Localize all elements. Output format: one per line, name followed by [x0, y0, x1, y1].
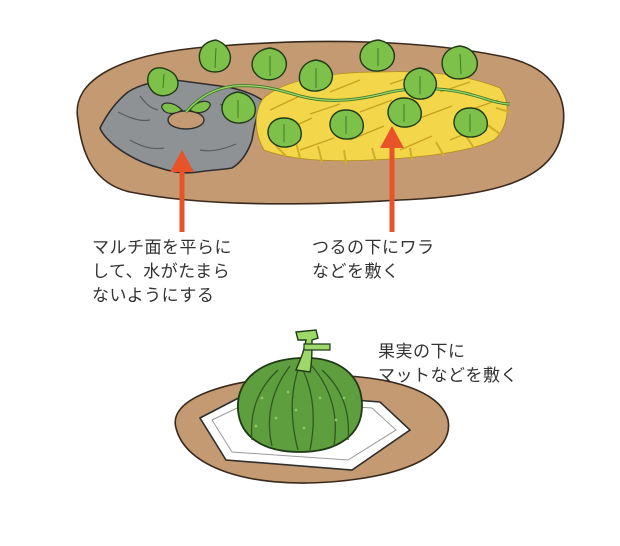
leaf: [198, 39, 232, 73]
leaf: [251, 47, 288, 81]
pumpkin-stem-branch: [303, 343, 331, 351]
pumpkin-fruit: [237, 357, 363, 453]
pumpkin-stem: [295, 329, 319, 373]
vine-bed-scene: [76, 39, 565, 232]
pumpkin-texture: [254, 390, 346, 430]
leaf: [441, 45, 478, 80]
leaf: [267, 117, 302, 148]
caption-mulch-line1: マルチ面を平らに: [92, 238, 232, 258]
caption-mat-line2: マットなどを敷く: [378, 366, 518, 386]
vine-leaves: [147, 39, 488, 148]
leaf: [147, 67, 179, 97]
straw-mulch: [255, 71, 511, 165]
caption-straw-line1: つるの下にワラ: [312, 238, 435, 258]
caption-mulch-line3: ないようにする: [92, 286, 215, 306]
leaf: [453, 107, 488, 138]
vine-stem-highlight: [185, 85, 511, 113]
arrow-to-mulch: [170, 150, 194, 232]
arrow-to-straw: [380, 126, 404, 232]
caption-mulch: マルチ面を平らに して、水がたまら ないようにする: [92, 236, 232, 308]
leaf: [221, 91, 256, 124]
leaf: [387, 97, 422, 128]
leaf: [329, 109, 364, 140]
caption-straw: つるの下にワラ などを敷く: [312, 236, 435, 284]
seedling-leaf: [161, 100, 211, 115]
leaf: [359, 39, 396, 72]
leaf-veins: [162, 47, 471, 142]
mulch-folds: [117, 95, 247, 152]
pumpkin-ribs: [250, 363, 350, 451]
caption-mat-line1: 果実の下に: [378, 342, 466, 362]
caption-straw-line2: などを敷く: [312, 262, 400, 282]
caption-mat: 果実の下に マットなどを敷く: [378, 340, 518, 388]
pumpkin-scene: [174, 329, 450, 484]
caption-mulch-line2: して、水がたまら: [92, 262, 231, 282]
